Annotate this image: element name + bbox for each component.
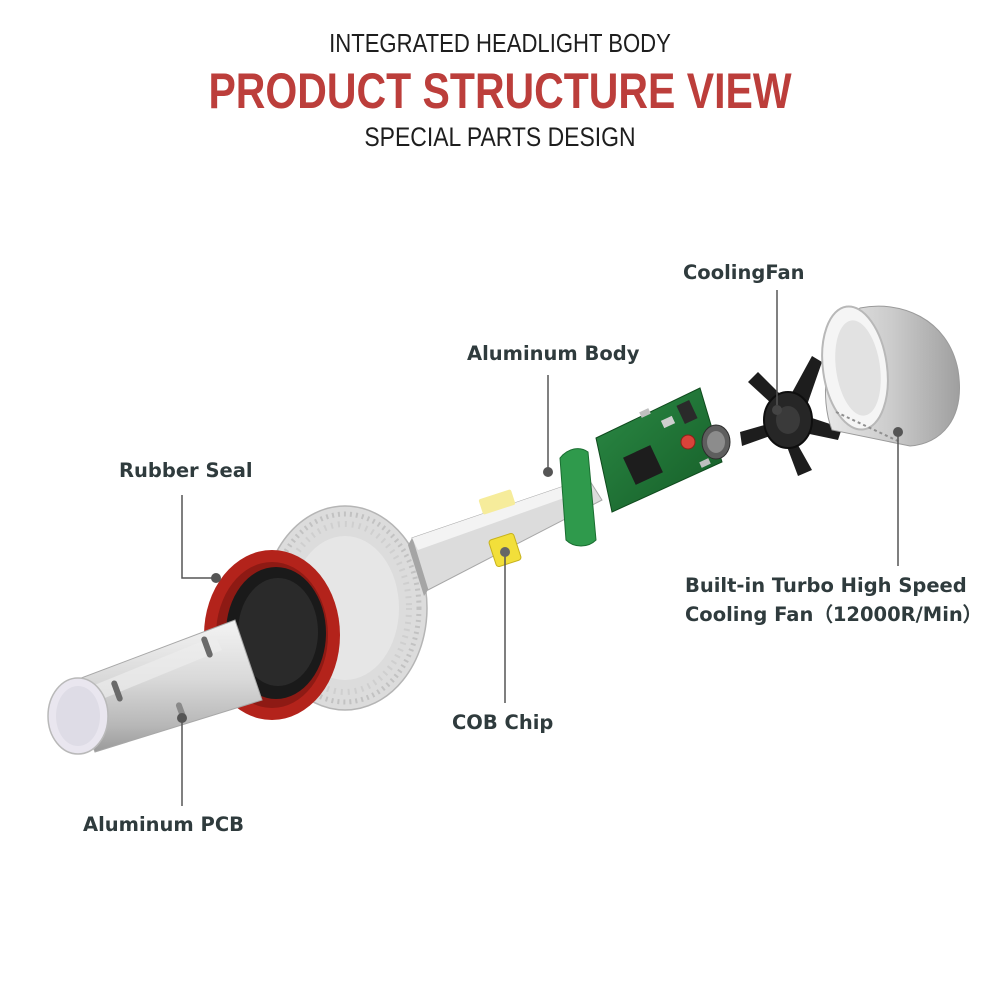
label-cooling-fan: CoolingFan xyxy=(683,261,805,284)
page-title: PRODUCT STRUCTURE VIEW xyxy=(208,63,792,119)
header-bottom-line: SPECIAL PARTS DESIGN xyxy=(364,122,636,152)
label-turbo-fan-line2: Cooling Fan（12000R/Min） xyxy=(685,603,983,626)
driver-pcb xyxy=(559,387,731,547)
label-aluminum-pcb: Aluminum PCB xyxy=(83,813,244,836)
leader-lines xyxy=(181,290,899,806)
fan-cover-cup xyxy=(821,305,960,447)
label-rubber-seal: Rubber Seal xyxy=(119,459,253,482)
header-top-line: INTEGRATED HEADLIGHT BODY xyxy=(329,28,671,58)
label-cob-chip: COB Chip xyxy=(452,711,554,734)
leader-dots xyxy=(177,405,903,723)
aluminum-pcb-tube xyxy=(47,619,263,755)
label-turbo-fan-line1: Built-in Turbo High Speed xyxy=(685,574,967,597)
label-aluminum-body: Aluminum Body xyxy=(467,342,640,365)
cob-chip-top xyxy=(478,489,516,515)
